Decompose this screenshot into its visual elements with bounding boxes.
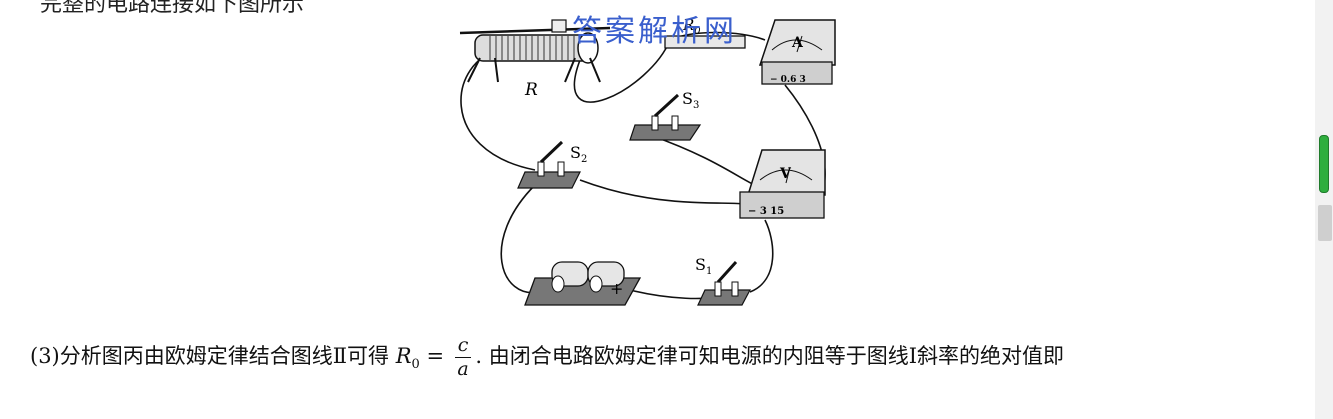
watermark-text: 答案解析网 (572, 14, 737, 49)
solution-suffix: . 由闭合电路欧姆定律可知电源的内阻等于图线Ⅰ斜率的绝对值即 (475, 344, 1065, 368)
ammeter: A − 0.6 3 (758, 19, 836, 85)
circuit-figure: R R0 A − 0.6 3 S3 (459, 16, 836, 306)
voltmeter: V − 3 15 (739, 149, 826, 219)
scrollbar-thumb[interactable] (1318, 205, 1332, 241)
battery-plus-label: + (610, 279, 623, 298)
switch-s2-label: S (570, 143, 581, 162)
r0-symbol: R (395, 344, 412, 368)
fraction-denominator: a (457, 358, 469, 380)
rheostat: R (459, 19, 611, 100)
resistor-subscript: 0 (694, 26, 701, 37)
switch-s3-label: S (682, 89, 693, 108)
switch-s1: S1 (695, 255, 751, 306)
ammeter-label: A (791, 35, 804, 51)
svg-text:S3: S3 (682, 89, 699, 111)
switch-s2: S2 (517, 140, 587, 189)
svg-text:R0: R0 (682, 16, 701, 37)
switch-s3-subscript: 3 (693, 100, 699, 111)
r0-subscript: 0 (411, 357, 420, 373)
fraction-numerator: c (454, 336, 472, 358)
svg-text:S2: S2 (570, 143, 587, 165)
ammeter-terminals: − 0.6 3 (770, 75, 806, 85)
voltmeter-terminals: − 3 15 (748, 206, 784, 217)
resistor-label: R (682, 16, 694, 34)
rheostat-label: R (524, 80, 538, 100)
battery: + (524, 261, 642, 306)
scroll-position-indicator[interactable] (1319, 135, 1329, 193)
cropped-text-line: 完整的电路连接如下图所示 (40, 0, 305, 17)
switch-s1-subscript: 1 (706, 266, 712, 277)
switch-s2-subscript: 2 (581, 154, 587, 165)
svg-text:S1: S1 (695, 255, 712, 277)
voltmeter-label: V (779, 166, 792, 182)
switch-s3: S3 (629, 89, 702, 141)
equals-sign: = (419, 344, 451, 368)
resistor-r0: R0 (664, 16, 746, 49)
solution-prefix: (3)分析图丙由欧姆定律结合图线Ⅱ可得 (30, 344, 396, 368)
switch-s1-label: S (695, 255, 706, 274)
